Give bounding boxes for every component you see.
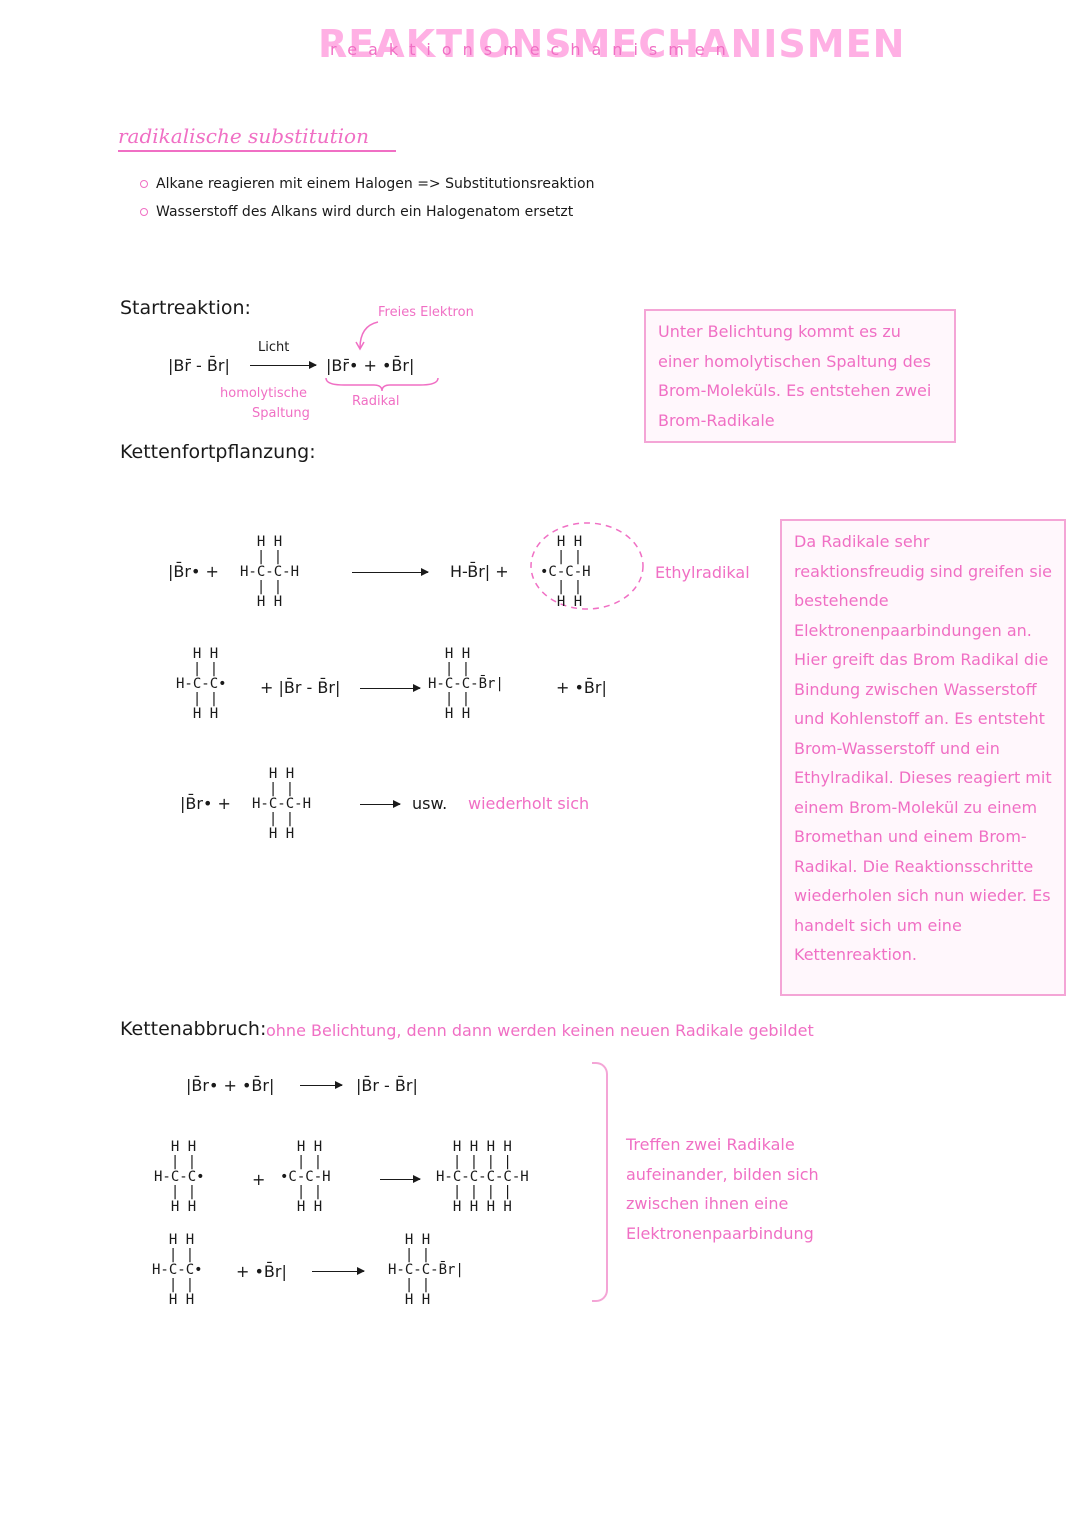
bromoethane-molecule: H H | | H-C-C-B̄r| | | H H: [388, 1232, 464, 1308]
repeat-label: wiederholt sich: [468, 794, 590, 813]
ethyl-radical-molecule: H H | | H-C-C• | | H H: [152, 1232, 203, 1308]
hbr-product: H-B̄r| +: [450, 562, 509, 581]
cleavage-label-1: homolytische: [220, 386, 307, 401]
start-note-text: Unter Belichtung kommt es zu einer homol…: [658, 322, 932, 430]
prop-r3-br-radical: |B̄r• +: [180, 794, 231, 813]
butane-molecule: H H H H | | | | H-C-C-C-C-H | | | | H H …: [436, 1139, 529, 1215]
bullet-item-2: Wasserstoff des Alkans wird durch ein Ha…: [140, 204, 573, 220]
usw-label: usw.: [412, 794, 448, 813]
br-radical-product: + •B̄r|: [556, 678, 607, 697]
radical-label: Radikal: [352, 394, 400, 409]
reaction-arrow: [312, 1267, 365, 1275]
termination-brace: [592, 1062, 608, 1302]
bullet-text: Alkane reagieren mit einem Halogen => Su…: [156, 176, 595, 192]
term-t1-right: |B̄r - B̄r|: [356, 1076, 418, 1095]
bromine-molecule: + |B̄r - B̄r|: [260, 678, 341, 697]
ethyl-radical-molecule: H H | | •C-C-H | | H H: [280, 1139, 331, 1215]
termination-heading-note: ohne Belichtung, denn dann werden keinen…: [266, 1021, 814, 1040]
start-note-box: Unter Belichtung kommt es zu einer homol…: [644, 309, 956, 443]
bullet-text: Wasserstoff des Alkans wird durch ein Ha…: [156, 204, 574, 220]
reaction-arrow: [360, 684, 421, 692]
ethyl-radical-molecule: H H | | H-C-C• | | H H: [176, 646, 227, 722]
subtitle-underline: [118, 150, 396, 152]
ethyl-radical-molecule: H H | | •C-C-H | | H H: [540, 534, 591, 610]
bullet-icon: [140, 180, 148, 188]
propagation-heading: Kettenfortpflanzung:: [120, 441, 316, 463]
reaction-arrow: [300, 1081, 343, 1089]
plus-sign: +: [252, 1170, 266, 1189]
termination-heading: Kettenabbruch:: [120, 1018, 267, 1040]
ethane-molecule: H H | | H-C-C-H | | H H: [252, 766, 312, 842]
start-products: |Br̄• + •B̄r|: [326, 356, 415, 375]
bullet-icon: [140, 208, 148, 216]
ethyl-radical-highlight: [530, 522, 644, 610]
cleavage-label-2: Spaltung: [252, 406, 310, 421]
page-title-overlay: reaktionsmechanismen: [330, 40, 737, 59]
ethyl-radical-label: Ethylradikal: [655, 563, 750, 582]
reaction-arrow: [250, 361, 317, 369]
br-radical-reactant: + •B̄r|: [236, 1262, 287, 1281]
start-reactant: |Br̄ - B̄r|: [168, 356, 230, 375]
reaction-arrow: [380, 1175, 421, 1183]
propagation-note-text: Da Radikale sehr reaktionsfreudig sind g…: [794, 532, 1052, 964]
ethyl-radical-molecule: H H | | H-C-C• | | H H: [154, 1139, 205, 1215]
reaction-arrow: [360, 800, 401, 808]
termination-note-text: Treffen zwei Radikale aufeinander, bilde…: [626, 1135, 819, 1243]
radical-brace-icon: [325, 377, 439, 392]
term-t1-left: |B̄r• + •B̄r|: [186, 1076, 275, 1095]
section-subtitle: radikalische substitution: [118, 124, 369, 148]
free-electron-pointer-icon: [355, 321, 379, 351]
bullet-item-1: Alkane reagieren mit einem Halogen => Su…: [140, 176, 594, 192]
prop-r1-br-radical: |B̄r• +: [168, 562, 219, 581]
reaction-arrow: [352, 568, 429, 576]
propagation-note-box: Da Radikale sehr reaktionsfreudig sind g…: [780, 519, 1066, 996]
ethane-molecule: H H | | H-C-C-H | | H H: [240, 534, 300, 610]
arrow-label-light: Licht: [258, 340, 290, 355]
start-heading: Startreaktion:: [120, 297, 251, 319]
free-electron-label: Freies Elektron: [378, 305, 474, 320]
bromoethane-molecule: H H | | H-C-C-B̄r| | | H H: [428, 646, 504, 722]
page-title: REAKTIONSMECHANISMEN: [318, 22, 906, 66]
